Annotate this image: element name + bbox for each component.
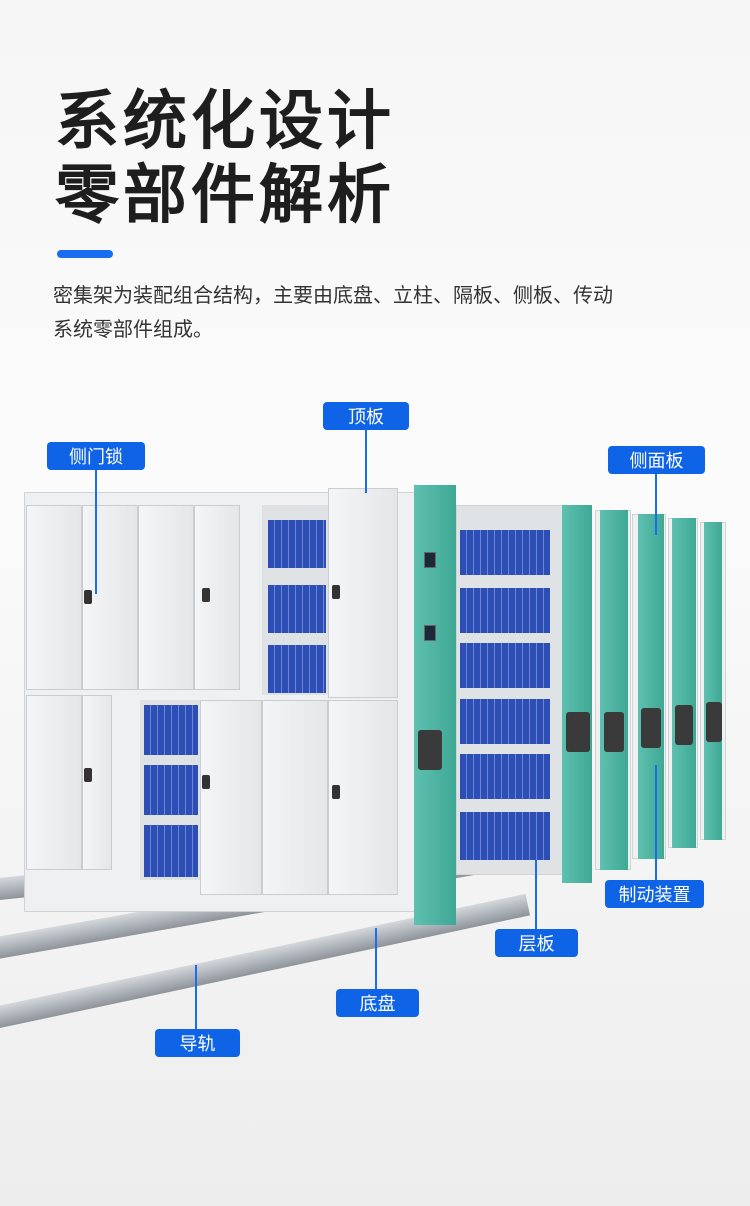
binders xyxy=(460,699,550,744)
door xyxy=(26,695,82,870)
binders xyxy=(460,588,550,633)
leader-line xyxy=(655,473,657,535)
leader-line xyxy=(375,928,377,989)
lock-icon xyxy=(202,588,210,602)
lock-icon xyxy=(202,775,210,789)
side-panel xyxy=(638,514,664,859)
description: 密集架为装配组合结构，主要由底盘、立柱、隔板、侧板、传动系统零部件组成。 xyxy=(53,283,613,341)
door xyxy=(200,700,262,895)
binders xyxy=(268,520,326,568)
binders xyxy=(144,825,198,877)
handwheel-icon xyxy=(604,712,624,752)
handwheel-icon xyxy=(418,730,442,770)
handwheel-icon xyxy=(641,708,661,748)
door xyxy=(194,505,240,690)
leader-line xyxy=(535,860,537,929)
binders xyxy=(460,812,550,860)
label-chassis: 底盘 xyxy=(336,989,419,1017)
side-panel xyxy=(562,505,592,883)
door xyxy=(26,505,82,690)
lock-icon xyxy=(84,768,92,782)
side-panel xyxy=(600,510,628,870)
label-guide-rail: 导轨 xyxy=(155,1029,240,1057)
door xyxy=(262,700,328,895)
binders xyxy=(460,530,550,575)
leader-line xyxy=(95,469,97,594)
page-title-line1: 系统化设计 xyxy=(55,85,395,159)
door xyxy=(138,505,194,690)
binders xyxy=(144,765,198,815)
label-side-panel: 侧面板 xyxy=(608,446,705,474)
side-panel xyxy=(672,518,696,848)
lock-icon xyxy=(84,590,92,604)
leader-line xyxy=(365,429,367,493)
handwheel-icon xyxy=(566,712,590,752)
door xyxy=(82,695,112,870)
binders xyxy=(268,645,326,693)
label-shelf-board: 层板 xyxy=(495,929,578,957)
page-title-line2: 零部件解析 xyxy=(55,159,395,233)
handwheel-icon xyxy=(706,702,722,742)
lock-icon xyxy=(332,785,340,799)
leader-line xyxy=(655,765,657,880)
binders xyxy=(268,585,326,633)
handwheel-icon xyxy=(675,705,693,745)
lock-icon xyxy=(332,585,340,599)
side-panel xyxy=(704,522,722,840)
binders xyxy=(460,754,550,799)
display-screen xyxy=(424,625,436,641)
title-accent-bar xyxy=(57,250,113,258)
binders xyxy=(460,643,550,688)
side-panel xyxy=(414,485,456,925)
label-top-panel: 顶板 xyxy=(323,402,409,430)
leader-line xyxy=(195,965,197,1029)
binders xyxy=(144,705,198,755)
label-side-door-lock: 侧门锁 xyxy=(47,442,145,470)
label-brake-device: 制动装置 xyxy=(605,880,704,908)
display-screen xyxy=(424,552,436,568)
